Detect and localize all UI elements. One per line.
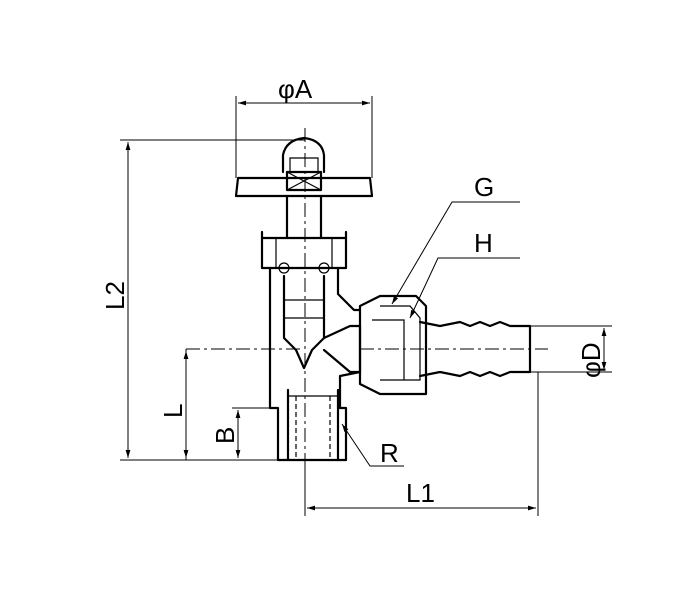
- label-h: H: [474, 228, 493, 258]
- dim-l: L: [158, 349, 189, 460]
- label-l2: L2: [100, 281, 130, 310]
- leader-r: R: [341, 423, 404, 468]
- dim-l2: L2: [100, 139, 305, 461]
- label-l1: L1: [406, 478, 435, 508]
- label-l: L: [158, 404, 188, 418]
- label-r: R: [380, 438, 399, 468]
- leader-g: G: [391, 172, 520, 305]
- label-phi-a: φA: [278, 74, 313, 104]
- label-b: B: [210, 427, 240, 444]
- dim-phi-d: φD: [530, 325, 612, 378]
- dim-phi-a: φA: [235, 74, 373, 178]
- leader-h: H: [409, 228, 520, 319]
- center-lines: [186, 128, 548, 470]
- dim-l1: L1: [304, 372, 539, 516]
- dim-b: B: [210, 407, 270, 458]
- label-g: G: [474, 172, 494, 202]
- label-phi-d: φD: [576, 342, 606, 378]
